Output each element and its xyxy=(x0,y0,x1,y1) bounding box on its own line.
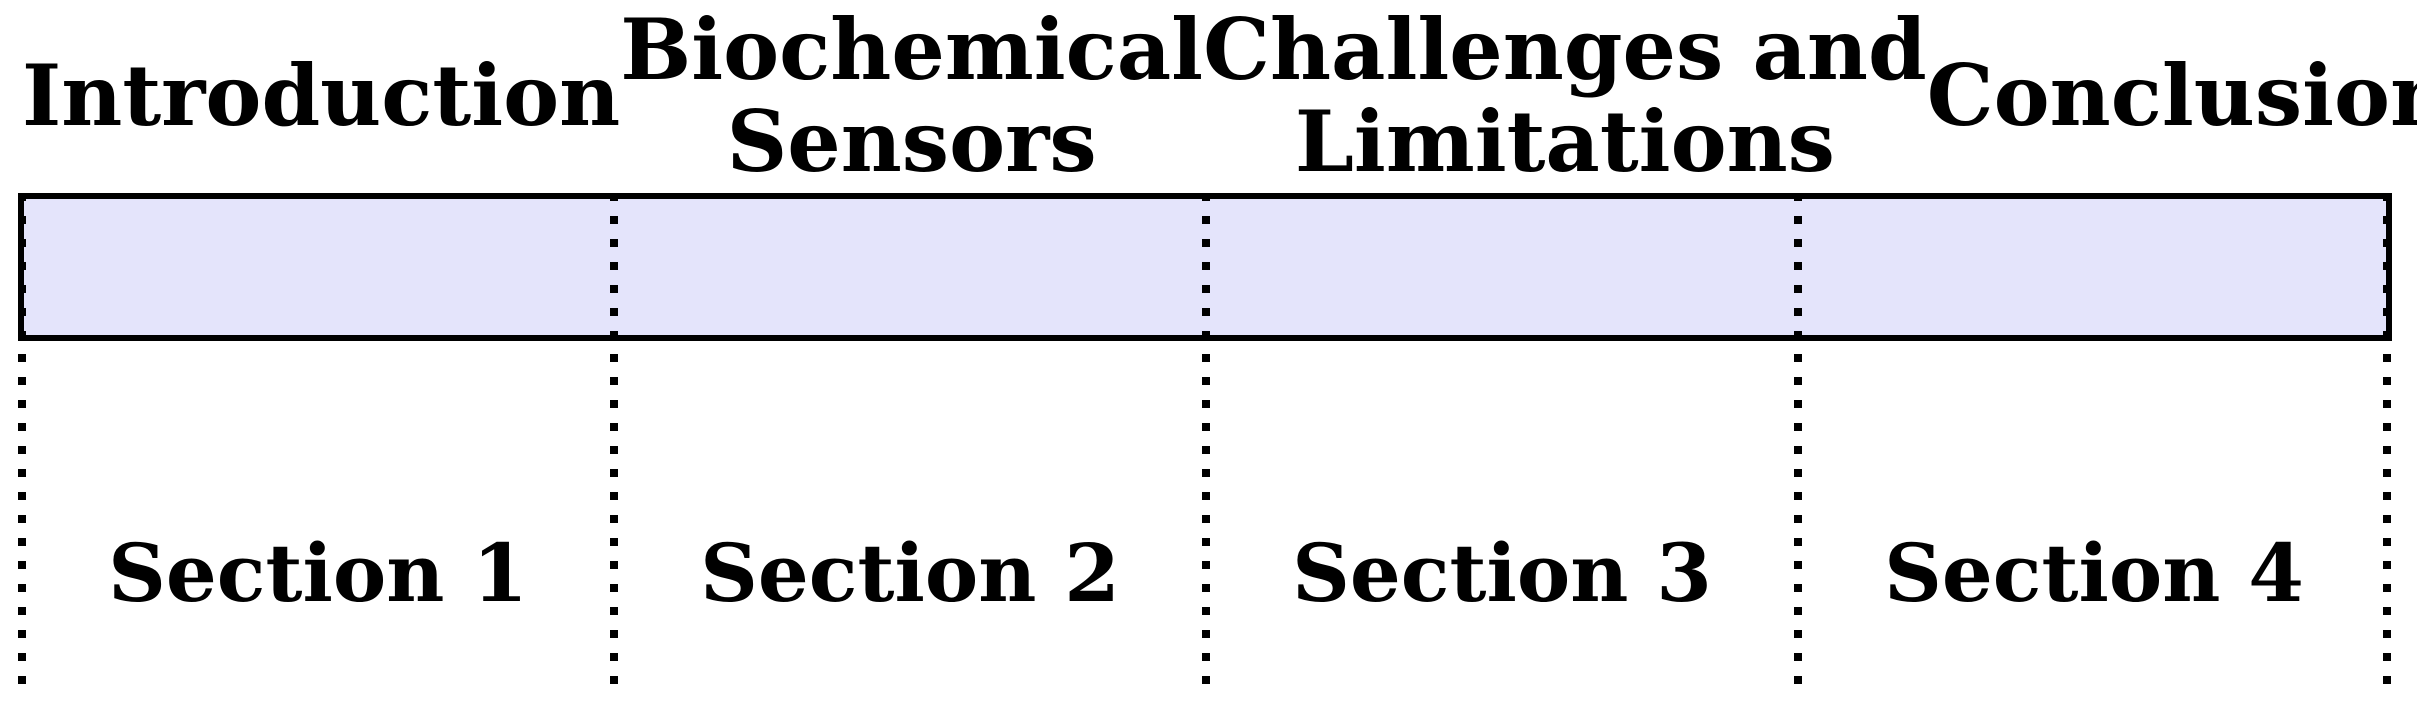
section-3-label: Section 3 xyxy=(1292,525,1712,620)
column-2-header: Biochemical Sensors xyxy=(620,0,1203,192)
header-row: Introduction Biochemical Sensors Challen… xyxy=(22,0,2417,192)
section-2-label: Section 2 xyxy=(700,525,1120,620)
header-line: Introduction xyxy=(22,46,621,145)
section-1-label: Section 1 xyxy=(108,525,528,620)
header-line: Conclusions xyxy=(1926,46,2417,145)
header-line: Challenges and xyxy=(1203,0,1927,99)
column-1-header: Introduction xyxy=(22,0,620,192)
column-divider-1-2 xyxy=(610,193,618,695)
column-divider-right xyxy=(2383,193,2391,695)
column-3-header: Challenges and Limitations xyxy=(1203,0,1927,192)
header-line: Sensors xyxy=(726,92,1097,191)
column-4-header: Conclusions xyxy=(1927,0,2417,192)
header-line: Limitations xyxy=(1294,92,1835,191)
column-divider-2-3 xyxy=(1202,193,1210,695)
section-4-label: Section 4 xyxy=(1884,525,2304,620)
column-divider-3-4 xyxy=(1794,193,1802,695)
column-divider-left xyxy=(18,193,26,695)
header-line: Biochemical xyxy=(620,0,1204,99)
section-row: Section 1 Section 2 Section 3 Section 4 xyxy=(22,341,2390,726)
